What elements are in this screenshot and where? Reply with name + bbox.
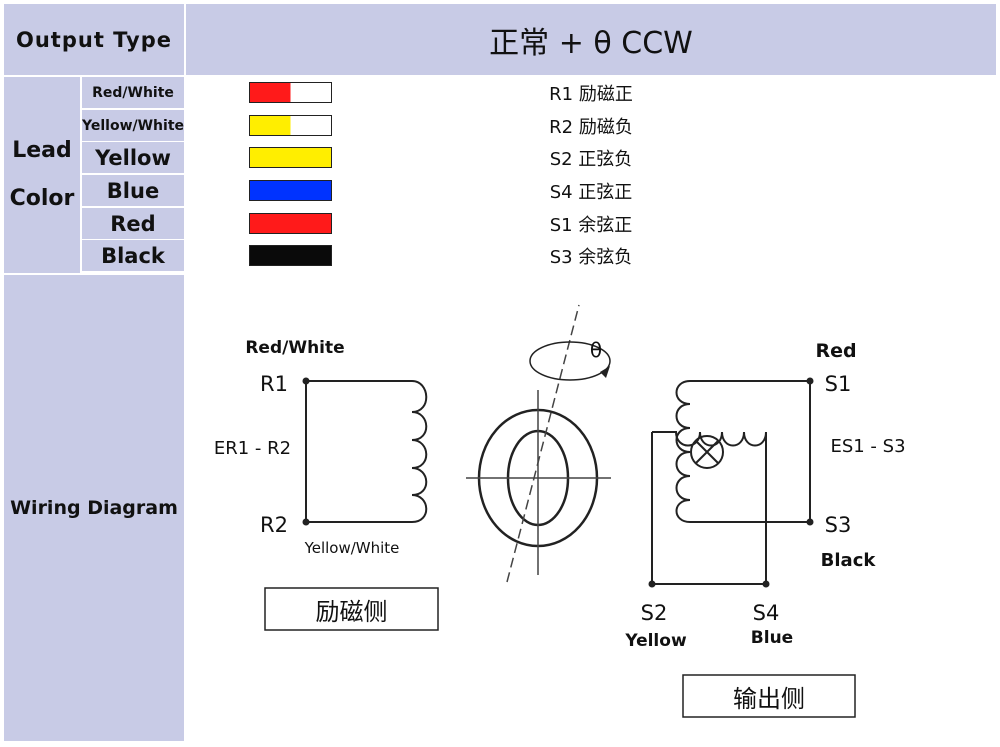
output-voltage-label: ES1 - S3 xyxy=(830,435,906,457)
lead-signal-text: R1 励磁正 xyxy=(549,83,633,105)
lead-color-swatch xyxy=(249,213,332,234)
excitation-circuit xyxy=(305,380,428,523)
lead-signal-text: S4 正弦正 xyxy=(549,181,633,203)
output-box xyxy=(682,674,856,718)
sine-coil xyxy=(652,431,767,447)
excitation-coil xyxy=(411,380,428,523)
angle-theta-label: θ xyxy=(589,338,603,362)
lead-name-cell: Red/White xyxy=(82,77,184,108)
excitation-top-lead: Red/White xyxy=(245,338,345,358)
output-top-lead: Red xyxy=(815,340,857,362)
s1-terminal xyxy=(806,377,814,385)
s3-lead-label: Black xyxy=(820,549,876,571)
s4-label: S4 xyxy=(752,601,780,625)
lead-color-swatch xyxy=(249,147,332,168)
s4-terminal xyxy=(762,580,770,588)
lead-color-swatch xyxy=(249,180,332,201)
lead-color-swatch xyxy=(249,82,332,103)
excitation-bottom-lead: Yellow/White xyxy=(304,539,400,557)
excitation-voltage-label: ER1 - R2 xyxy=(213,437,292,459)
output-box-label: 输出侧 xyxy=(733,684,805,713)
s2-lead-label: Yellow xyxy=(625,631,687,651)
s3-terminal xyxy=(806,518,814,526)
r2-terminal xyxy=(302,518,310,526)
s2-label: S2 xyxy=(640,601,668,625)
lead-signal-text: R2 励磁负 xyxy=(549,116,633,138)
lead-color-label-line2: Color xyxy=(9,186,75,211)
output-type-title: 正常 + θ CCW xyxy=(186,4,996,75)
lead-name-cell: Yellow/White xyxy=(82,110,184,141)
lead-color-swatch xyxy=(249,115,332,136)
lead-color-label: Lead Color xyxy=(4,77,80,273)
lead-signal-text: S3 余弦负 xyxy=(549,246,633,268)
s3-label: S3 xyxy=(824,513,852,537)
s2-terminal xyxy=(648,580,656,588)
excitation-box-label: 励磁侧 xyxy=(315,597,388,626)
s4-lead-label: Blue xyxy=(750,628,794,648)
r2-label: R2 xyxy=(260,513,288,537)
lead-name-cell: Black xyxy=(82,240,184,271)
excitation-box xyxy=(264,587,439,631)
lead-name-cell: Yellow xyxy=(82,142,184,173)
wiring-diagram-label: Wiring Diagram xyxy=(4,275,184,741)
rotation-arrow-icon xyxy=(529,341,611,381)
lead-name-cell: Red xyxy=(82,208,184,239)
lead-signal-text: S2 正弦负 xyxy=(549,148,633,170)
rotation-arrowhead-icon xyxy=(600,366,610,378)
r1-terminal xyxy=(302,377,310,385)
lead-color-swatch xyxy=(249,245,332,266)
s1-label: S1 xyxy=(824,372,852,396)
output-circuit xyxy=(651,380,811,585)
cosine-coil xyxy=(675,380,691,523)
lead-color-label-line1: Lead xyxy=(12,138,72,163)
r1-label: R1 xyxy=(260,372,288,396)
output-type-label: Output Type xyxy=(4,4,184,75)
lead-name-cell: Blue xyxy=(82,175,184,206)
lead-signal-text: S1 余弦正 xyxy=(549,214,633,236)
